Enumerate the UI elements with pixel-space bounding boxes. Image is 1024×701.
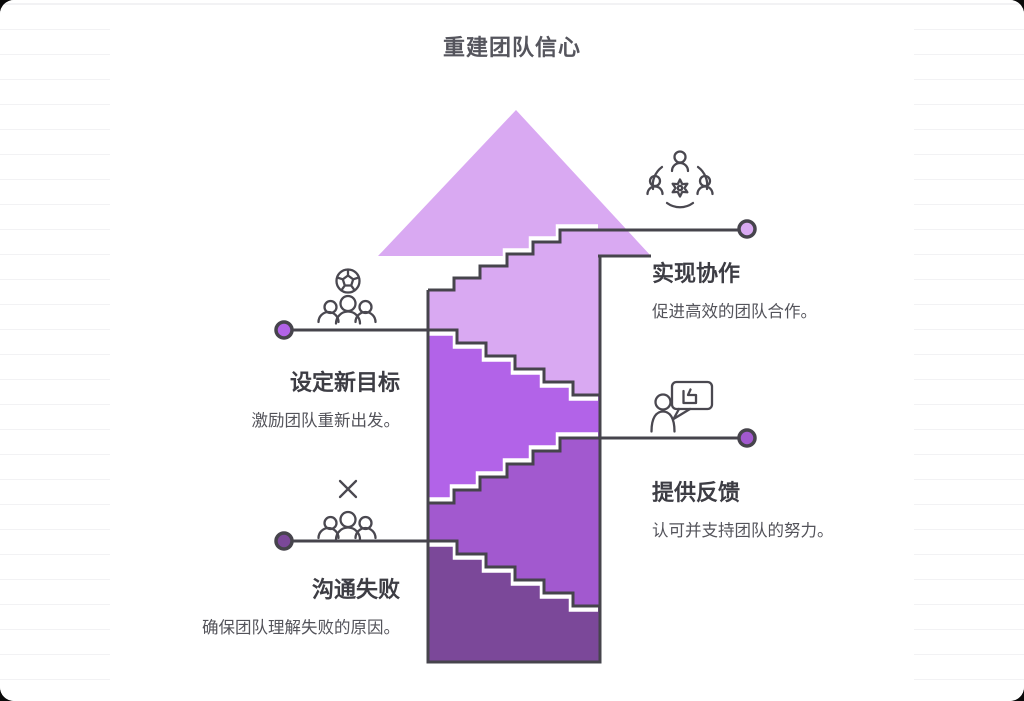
callout-title-new-goal: 设定新目标 [289, 370, 400, 395]
stair-band-communication-failure [428, 541, 600, 662]
callout-dot-communication-failure [274, 531, 294, 551]
callout-desc-feedback: 认可并支持团队的努力。 [652, 521, 834, 540]
callout-desc-new-goal: 激励团队重新出发。 [251, 411, 401, 430]
callout-dot-feedback [737, 428, 757, 448]
team-goal-icon [317, 268, 377, 325]
arrow-head [378, 110, 651, 256]
callout-title-feedback: 提供反馈 [652, 480, 741, 505]
stair-edge-3 [428, 436, 600, 505]
stair-band-collaboration [428, 230, 600, 395]
stair-edge-2 [428, 328, 600, 397]
callout-feedback: 提供反馈 认可并支持团队的努力。 [652, 479, 932, 540]
column-outline [426, 254, 651, 664]
stair-highlight-1 [426, 224, 598, 289]
callout-dot-new-goal [274, 320, 294, 340]
stair-edge-4 [428, 539, 600, 608]
callout-collaboration: 实现协作 促进高效的团队合作。 [652, 260, 932, 321]
callout-desc-collaboration: 促进高效的团队合作。 [652, 302, 817, 321]
callout-title-collaboration: 实现协作 [652, 261, 741, 286]
communication-failure-icon [317, 479, 377, 541]
stair-highlight-2 [426, 331, 598, 401]
stair-band-feedback [428, 438, 600, 606]
collaboration-icon [646, 150, 714, 209]
stair-edge-1 [428, 228, 600, 292]
stair-highlight-4 [426, 542, 598, 612]
callout-dot-collaboration [737, 219, 757, 239]
callout-title-communication-failure: 沟通失败 [311, 577, 400, 602]
stair-band-new-goal [428, 330, 600, 503]
stair-highlight-3 [426, 432, 598, 502]
feedback-icon [650, 380, 714, 433]
callout-desc-communication-failure: 确保团队理解失败的原因。 [202, 618, 400, 637]
callout-communication-failure: 沟通失败 确保团队理解失败的原因。 [120, 576, 400, 637]
callout-new-goal: 设定新目标 激励团队重新出发。 [120, 369, 401, 430]
page-title: 重建团队信心 [442, 35, 581, 60]
